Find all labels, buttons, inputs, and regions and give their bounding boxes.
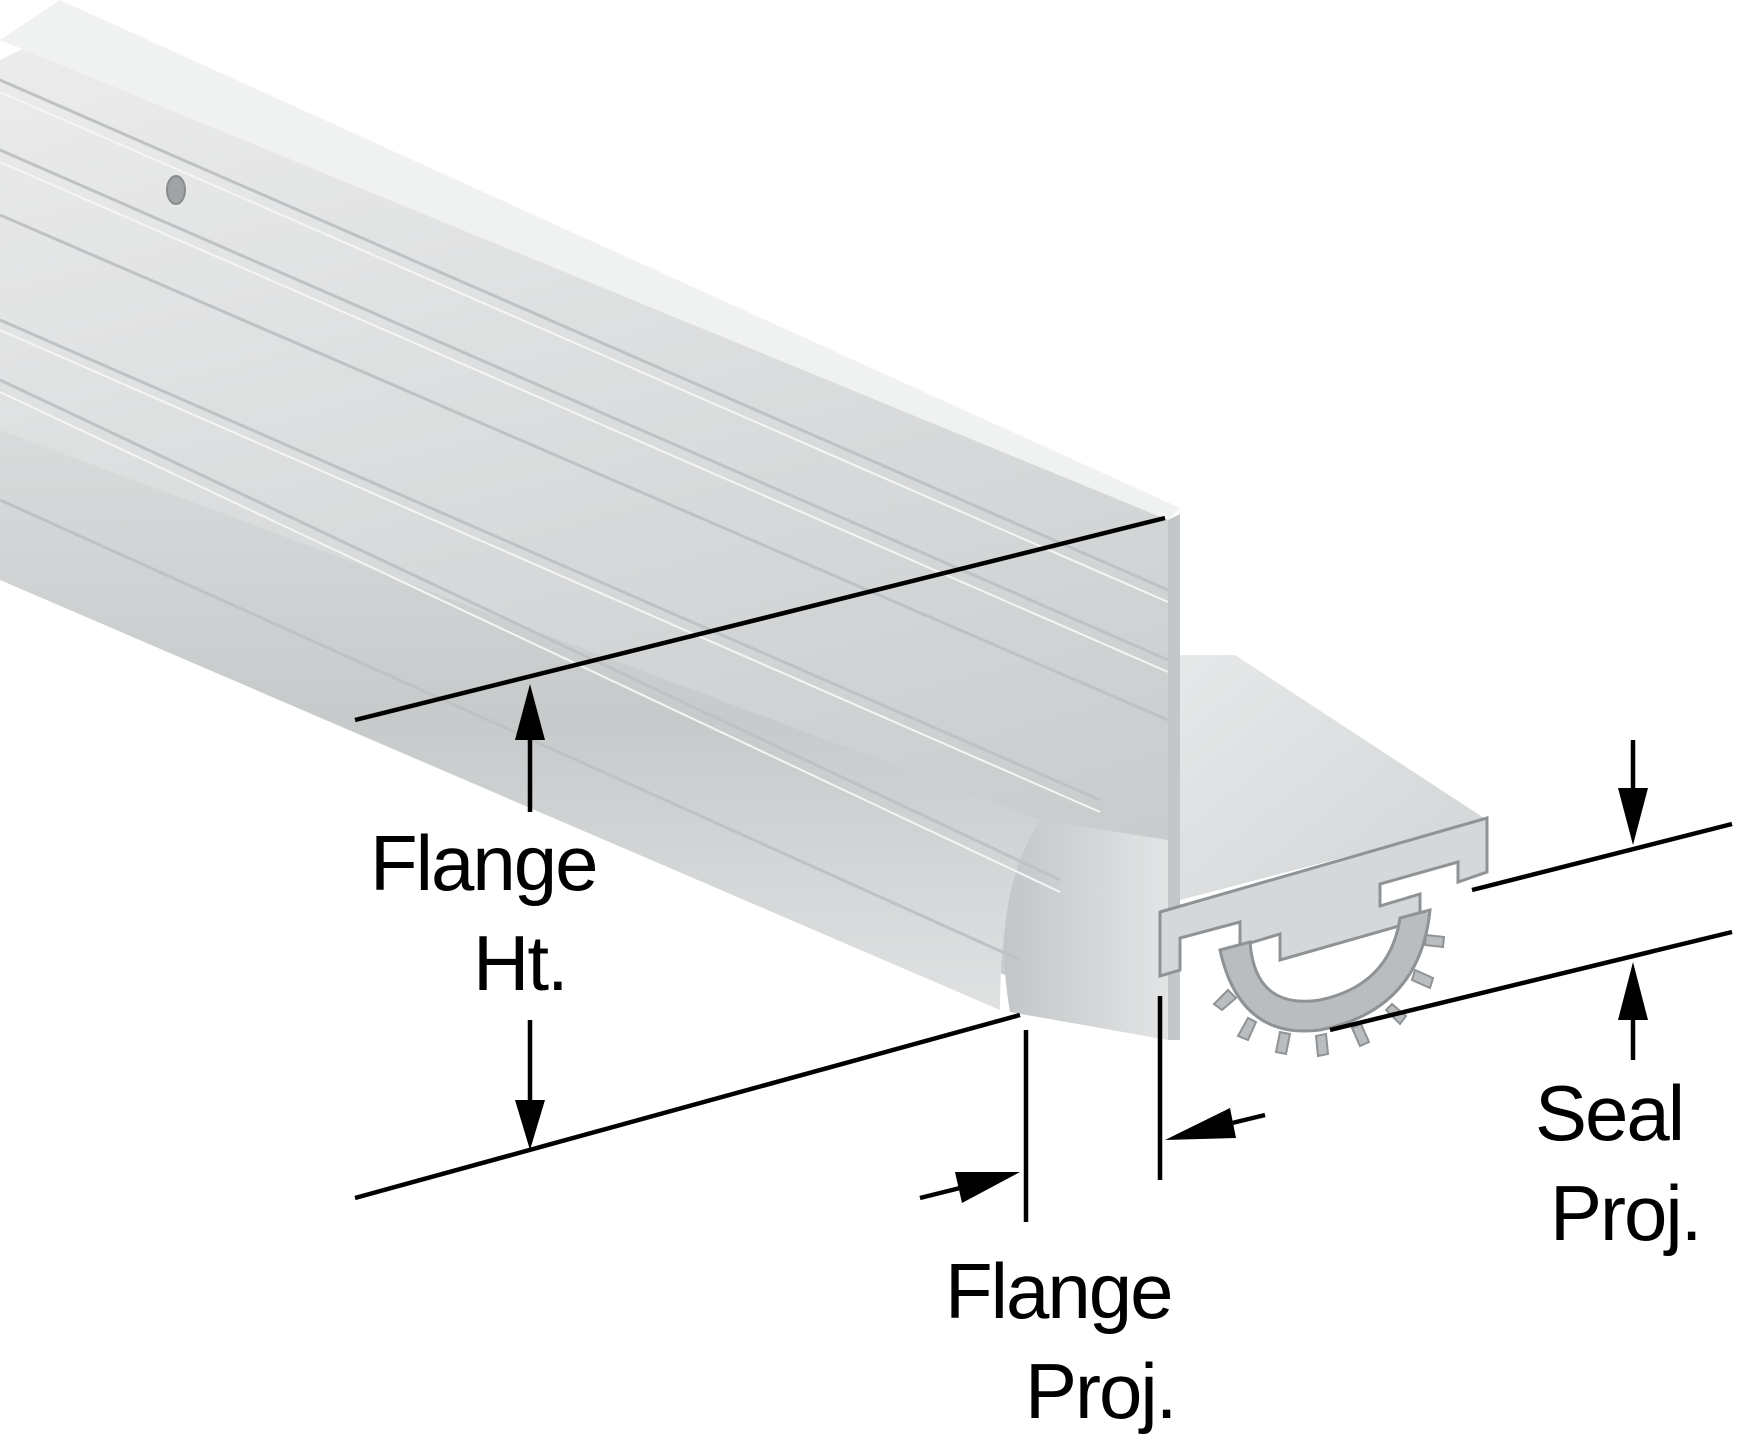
extrusion-body — [0, 0, 1489, 1058]
dimension-arrow-icon — [1618, 788, 1648, 845]
flange-ribs — [0, 78, 1169, 962]
seal-fins — [1212, 933, 1446, 1058]
curved-base — [0, 430, 1040, 1010]
flange-top-extension-line — [354, 515, 1166, 723]
dimension-arrow-icon — [515, 684, 545, 740]
seal-projection-dimension: Seal Proj. — [1329, 740, 1733, 1257]
flange-projection-label-line1: Flange — [945, 1247, 1172, 1335]
dimension-arrow-icon — [515, 1100, 545, 1150]
seal-bottom-extension-line — [1329, 929, 1733, 1033]
flange-height-dimension: Flange Ht. — [354, 515, 1166, 1201]
flange-projection-label-line2: Proj. — [1025, 1347, 1175, 1435]
seal-top-extension-line — [1471, 821, 1733, 893]
flange-height-label-line1: Flange — [370, 819, 597, 907]
flange-bottom-extension-line — [354, 1012, 1021, 1201]
mounting-hole — [166, 175, 186, 205]
seal-projection-label-line1: Seal — [1535, 1069, 1683, 1157]
flange-top-edge — [0, 0, 1180, 520]
curved-cove — [1004, 820, 1168, 1040]
flange-projection-dimension: Flange Proj. — [919, 996, 1266, 1435]
dimension-arrow-icon — [1618, 962, 1648, 1020]
dimension-arrow-icon — [1165, 1108, 1236, 1140]
seal-projection-label-line2: Proj. — [1550, 1169, 1700, 1257]
flange-height-label-line2: Ht. — [473, 919, 567, 1007]
dimension-arrow-icon — [955, 1172, 1020, 1203]
seal-bulb — [1218, 907, 1432, 1033]
